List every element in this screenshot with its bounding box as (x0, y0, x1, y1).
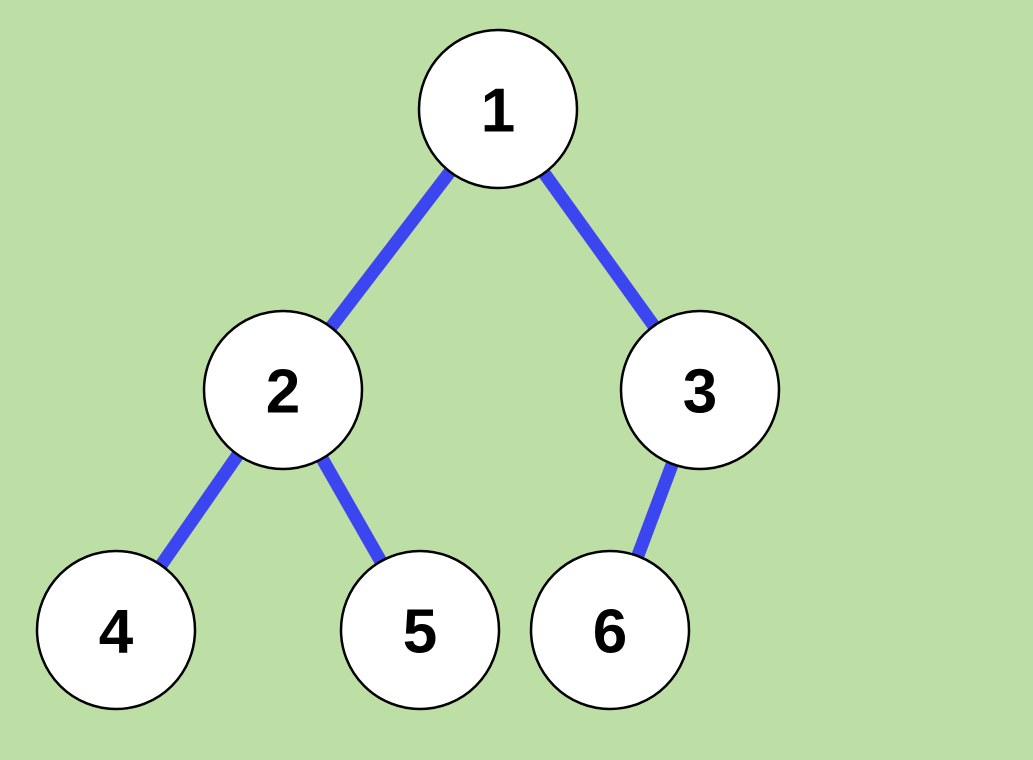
graph-edge (538, 168, 660, 331)
node-label: 2 (266, 358, 300, 427)
node-circle[interactable] (202, 309, 364, 471)
node-label: 1 (481, 77, 515, 146)
graph-node[interactable]: 6 (529, 549, 691, 711)
node-circle[interactable] (35, 549, 197, 711)
graph-edge (631, 460, 679, 560)
graph-node[interactable]: 2 (202, 309, 364, 471)
graph-edge (325, 166, 456, 333)
graph-node[interactable]: 1 (417, 28, 579, 190)
graph-node[interactable]: 5 (339, 549, 501, 711)
edges-layer (155, 166, 679, 570)
nodes-layer: 1 2 3 4 5 6 (35, 28, 781, 711)
node-label: 6 (593, 598, 627, 667)
node-label: 5 (403, 598, 437, 667)
node-circle[interactable] (619, 309, 781, 471)
node-label: 3 (683, 358, 717, 427)
graph-edge (155, 450, 244, 570)
graph-node[interactable]: 4 (35, 549, 197, 711)
graph-node[interactable]: 3 (619, 309, 781, 471)
node-circle[interactable] (339, 549, 501, 711)
node-label: 4 (99, 598, 134, 667)
node-circle[interactable] (417, 28, 579, 190)
node-circle[interactable] (529, 549, 691, 711)
graph-edge (316, 454, 387, 566)
